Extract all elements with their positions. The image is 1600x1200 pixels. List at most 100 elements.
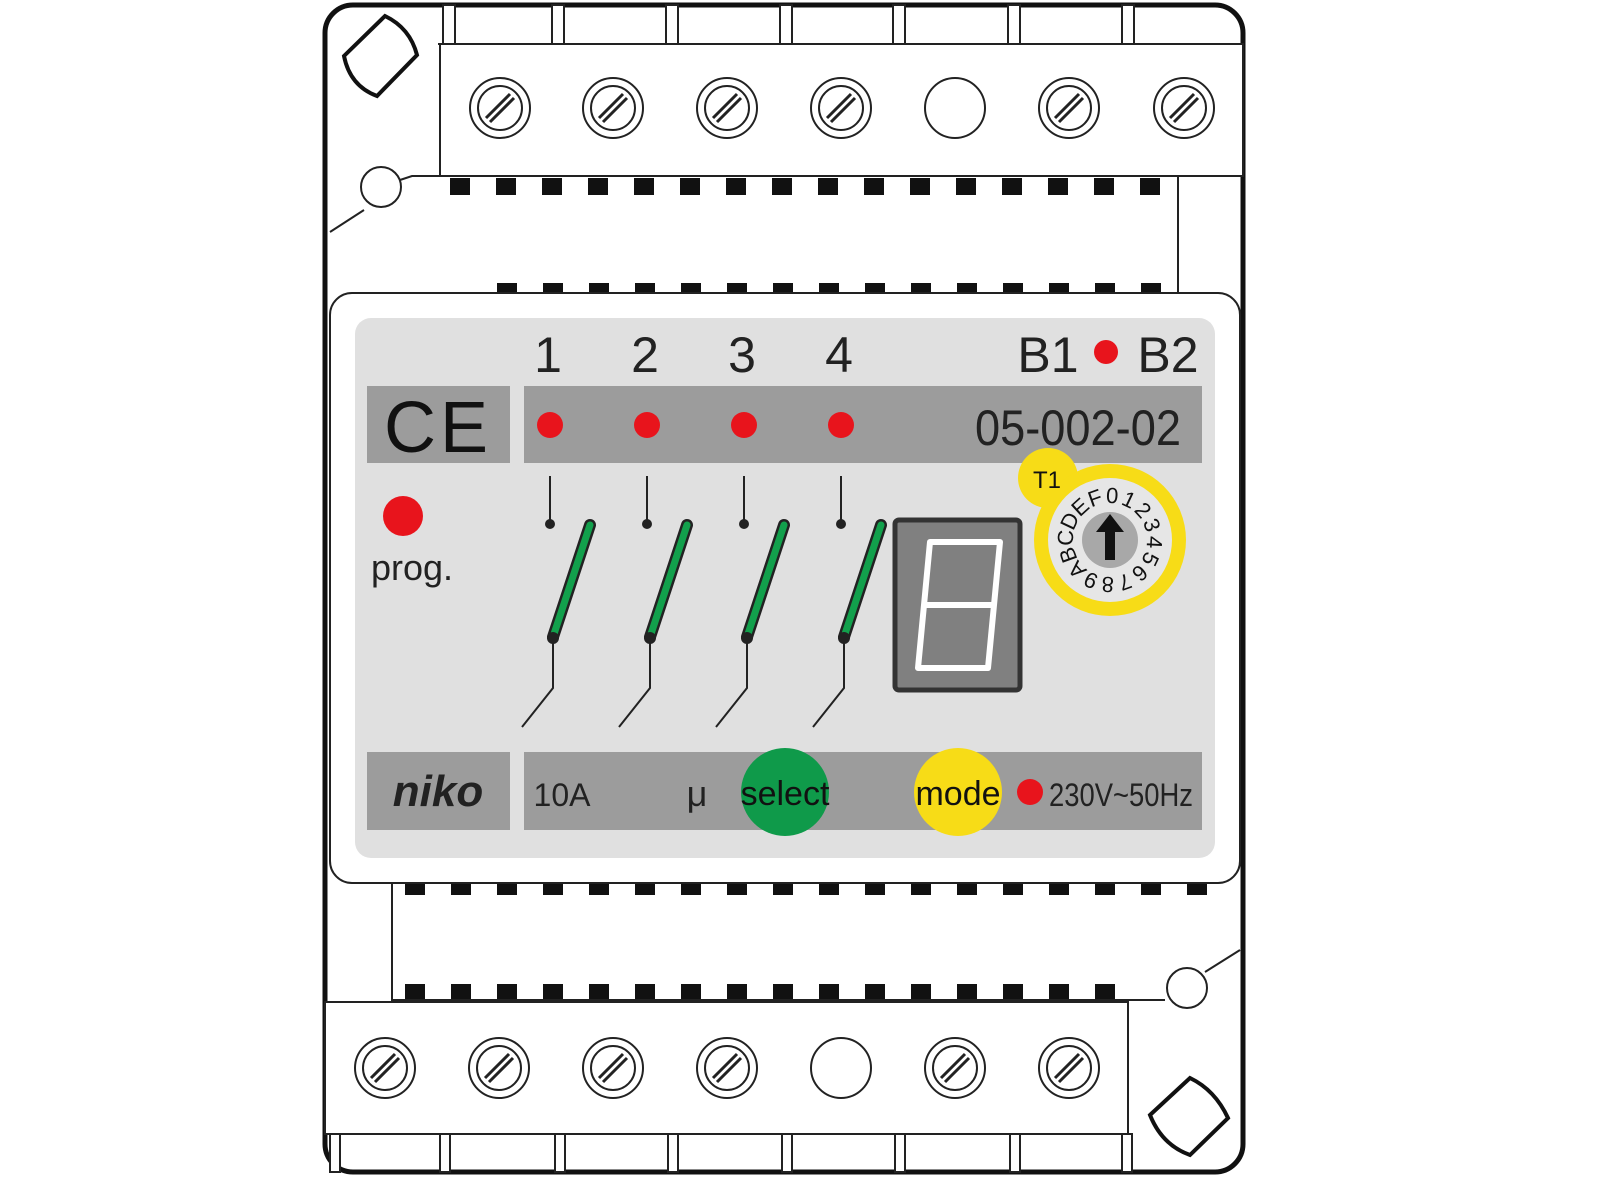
dial-arrow-icon	[1096, 514, 1124, 560]
vent-tooth	[1095, 884, 1115, 895]
slot-divider	[1009, 1133, 1021, 1173]
vent-tooth	[405, 884, 425, 895]
slot-divider	[894, 1133, 906, 1173]
vent-tooth	[957, 283, 977, 293]
vent-tooth	[542, 178, 562, 195]
dial-position-label: 0	[1105, 483, 1118, 509]
vent-tooth	[589, 984, 609, 1000]
relay-switch-symbols	[521, 476, 887, 728]
terminal-screw-icon[interactable]	[924, 1037, 986, 1099]
vent-tooth	[910, 178, 930, 195]
vent-tooth	[588, 178, 608, 195]
vent-tooth	[681, 283, 701, 293]
vent-tooth	[1095, 283, 1115, 293]
channel-led-3	[731, 412, 757, 438]
voltage-rating: 230V~50Hz	[1049, 777, 1193, 813]
vent-tooth	[911, 283, 931, 293]
vent-tooth	[497, 283, 517, 293]
vent-tooth	[1141, 283, 1161, 293]
terminal-screw-icon[interactable]	[696, 77, 758, 139]
dial-label-t1: T1	[1033, 467, 1061, 494]
empty-terminal[interactable]	[924, 77, 986, 139]
model-number: 05-002-02	[975, 400, 1181, 456]
vent-tooth	[450, 178, 470, 195]
vent-tooth	[496, 178, 516, 195]
mounting-hole	[1166, 967, 1208, 1009]
slot-divider	[781, 1133, 793, 1173]
terminal-screw-icon[interactable]	[582, 77, 644, 139]
select-button[interactable]	[741, 748, 829, 836]
vent-tooth	[1049, 984, 1069, 1000]
vent-tooth	[681, 884, 701, 895]
vent-tooth	[819, 884, 839, 895]
vent-tooth	[772, 178, 792, 195]
vent-tooth	[543, 984, 563, 1000]
slot-divider	[439, 1133, 451, 1173]
terminal-screw-icon[interactable]	[1038, 77, 1100, 139]
vent-tooth	[865, 984, 885, 1000]
vent-tooth	[451, 884, 471, 895]
vent-tooth	[1094, 178, 1114, 195]
empty-terminal[interactable]	[810, 1037, 872, 1099]
vent-tooth	[405, 984, 425, 1000]
vent-tooth	[726, 178, 746, 195]
terminal-screw-icon[interactable]	[1153, 77, 1215, 139]
slot-divider	[551, 4, 565, 45]
relay-switch-3	[715, 476, 790, 728]
vent-tooth	[864, 178, 884, 195]
vent-tooth	[497, 984, 517, 1000]
mounting-nut-icon	[341, 13, 420, 99]
slot-divider	[442, 4, 456, 45]
controls-bar	[524, 752, 1202, 830]
vent-tooth	[1003, 283, 1023, 293]
vent-tooth	[589, 283, 609, 293]
vent-tooth	[773, 884, 793, 895]
mounting-nut-icon	[1147, 1075, 1231, 1158]
slot-divider	[779, 4, 793, 45]
vent-tooth	[773, 283, 793, 293]
slot-divider	[554, 1133, 566, 1173]
mode-button[interactable]	[914, 748, 1002, 836]
vent-tooth	[635, 884, 655, 895]
vent-tooth	[957, 884, 977, 895]
mounting-hole	[360, 166, 402, 208]
slot-divider	[1121, 1133, 1133, 1173]
channel-number-1: 1	[534, 327, 562, 383]
housing-edge-line	[391, 883, 1241, 1001]
vent-tooth	[680, 178, 700, 195]
terminal-screw-icon[interactable]	[354, 1037, 416, 1099]
mode-button-label: mode	[915, 775, 1000, 813]
terminal-screw-icon[interactable]	[1038, 1037, 1100, 1099]
slot-divider	[329, 1133, 341, 1173]
relay-switch-2	[618, 476, 693, 728]
vent-tooth	[1140, 178, 1160, 195]
bottom-slot-strip	[329, 1133, 1133, 1173]
terminal-screw-icon[interactable]	[810, 77, 872, 139]
vent-tooth	[635, 984, 655, 1000]
brand-box	[367, 752, 510, 830]
current-rating: 10A	[534, 777, 592, 813]
vent-tooth	[635, 283, 655, 293]
top-terminal-screws	[469, 77, 1215, 139]
vent-tooth	[957, 984, 977, 1000]
slot-divider	[1121, 4, 1135, 45]
slot-divider	[1007, 4, 1021, 45]
channel-led-4	[828, 412, 854, 438]
terminal-screw-icon[interactable]	[582, 1037, 644, 1099]
terminal-screw-icon[interactable]	[469, 77, 531, 139]
vent-tooth	[865, 283, 885, 293]
vent-tooth	[543, 884, 563, 895]
relay-switch-1	[521, 476, 596, 728]
slot-divider	[667, 1133, 679, 1173]
vent-tooth	[727, 984, 747, 1000]
vent-tooth	[1141, 884, 1161, 895]
vent-tooth	[1003, 984, 1023, 1000]
terminal-screw-icon[interactable]	[468, 1037, 530, 1099]
vent-tooth	[543, 283, 563, 293]
prog-led[interactable]	[383, 496, 423, 536]
vent-tooth	[634, 178, 654, 195]
terminal-screw-icon[interactable]	[696, 1037, 758, 1099]
vent-tooth	[819, 283, 839, 293]
